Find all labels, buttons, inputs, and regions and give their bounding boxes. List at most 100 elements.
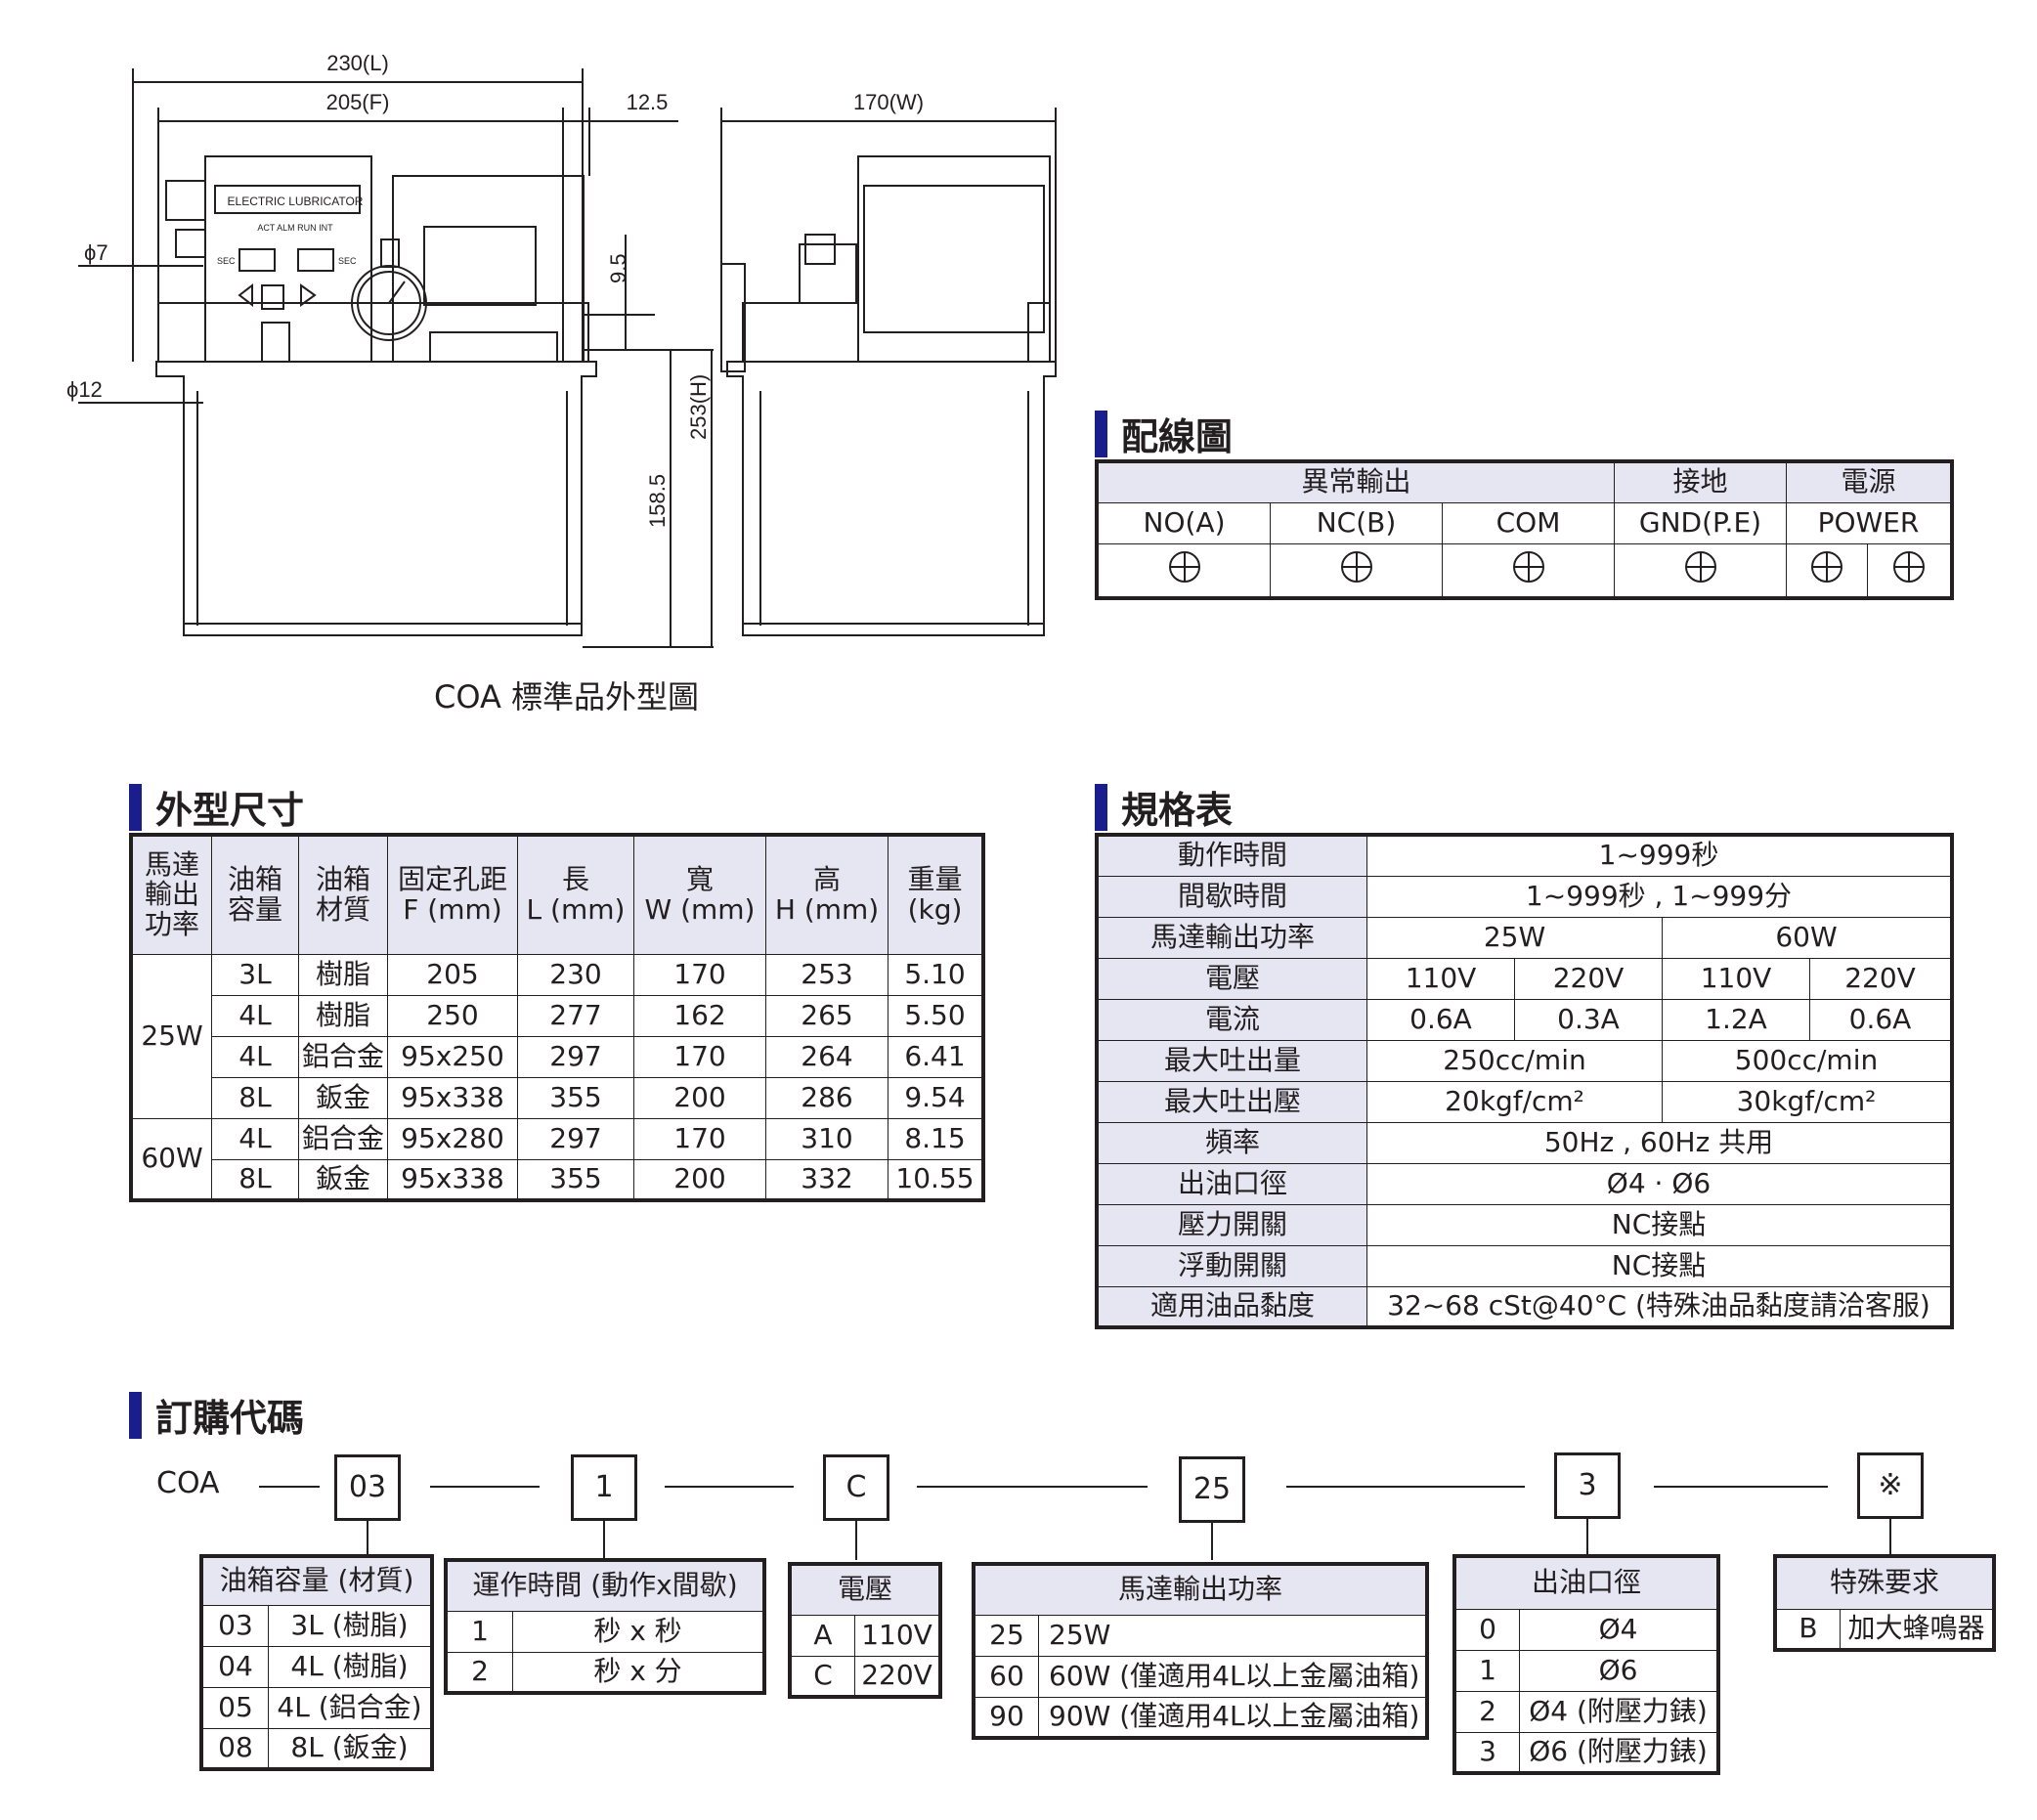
order-table-header: 電壓 xyxy=(789,1563,941,1616)
weight-cell: 10.55 xyxy=(888,1158,984,1201)
table-row: 8L 鈑金 95x338 355 200 286 9.54 xyxy=(131,1076,984,1119)
spec-value: 0.6A xyxy=(1366,998,1515,1041)
spec-value: 500cc/min xyxy=(1662,1039,1953,1082)
fixing-cell: 95x338 xyxy=(387,1076,518,1119)
fixing-cell: 95x250 xyxy=(387,1035,518,1078)
spec-value: 50Hz , 60Hz 共用 xyxy=(1366,1121,1953,1164)
specs-title: 規格表 xyxy=(1121,789,1234,832)
sec-label-left: SEC xyxy=(217,256,236,266)
desc-cell: 4L (樹脂) xyxy=(268,1645,433,1688)
dim-header-material: 油箱 材質 xyxy=(298,834,388,955)
spec-value: NC接點 xyxy=(1366,1244,1953,1287)
spec-value: 220V xyxy=(1809,957,1953,1000)
connector-line xyxy=(259,1486,320,1488)
connector-line xyxy=(1286,1486,1525,1488)
fixing-cell: 95x280 xyxy=(387,1117,518,1160)
desc-cell: 90W (僅適用4L以上金屬油箱) xyxy=(1038,1696,1428,1739)
spec-row: 最大吐出壓 20kgf/cm² 30kgf/cm² xyxy=(1096,1080,1953,1123)
width-cell: 162 xyxy=(633,994,766,1037)
fixing-cell: 95x338 xyxy=(387,1158,518,1201)
width-cell: 170 xyxy=(633,1117,766,1160)
order-header: 訂購代碼 xyxy=(129,1388,304,1442)
dim-hole-small: ϕ7 xyxy=(84,240,108,265)
code-cell: 3 xyxy=(1453,1731,1520,1774)
spec-row: 最大吐出量 250cc/min 500cc/min xyxy=(1096,1039,1953,1082)
code-box-special: ※ xyxy=(1857,1452,1924,1519)
material-cell: 鋁合金 xyxy=(298,1117,388,1160)
code-cell: 25 xyxy=(973,1614,1039,1657)
section-marker xyxy=(1095,783,1107,831)
terminal-com: COM xyxy=(1442,501,1615,544)
length-cell: 297 xyxy=(517,1117,634,1160)
capacity-cell: 8L xyxy=(211,1076,299,1119)
spec-label: 壓力開關 xyxy=(1096,1203,1367,1246)
spec-value: 30kgf/cm² xyxy=(1662,1080,1953,1123)
code-cell: C xyxy=(789,1655,855,1698)
table-row: 25W 3L 樹脂 205 230 170 253 5.10 xyxy=(130,953,984,1119)
height-cell: 332 xyxy=(765,1158,888,1201)
terminal-icon xyxy=(1512,550,1544,583)
fixing-cell: 205 xyxy=(387,953,518,996)
wiring-table: 異常輸出 接地 電源 NO(A) NC(B) COM GND(P.E) POWE… xyxy=(1095,459,1954,600)
code-box-power: 25 xyxy=(1179,1456,1245,1523)
dimensions-header: 外型尺寸 xyxy=(129,780,304,834)
specs-table: 動作時間 1~999秒 間歇時間 1~999秒 , 1~999分 馬達輸出功率 … xyxy=(1095,833,1954,1329)
dim-hole-large: ϕ12 xyxy=(66,377,103,402)
connector-line xyxy=(430,1486,540,1488)
order-table-header: 運作時間 (動作x間歇) xyxy=(445,1559,765,1612)
spec-value: 25W xyxy=(1366,916,1663,959)
spec-row: 適用油品黏度 32~68 cSt@40°C (特殊油品黏度請洽客服) xyxy=(1096,1285,1953,1328)
dim-offset: 12.5 xyxy=(627,90,669,114)
spec-value: 1~999秒 xyxy=(1366,834,1953,877)
table-row: 4L 樹脂 250 277 162 265 5.50 xyxy=(131,994,984,1037)
sec-label-right: SEC xyxy=(338,256,357,266)
dim-header-width: 寬 W (mm) xyxy=(633,834,766,955)
order-table-header: 馬達輸出功率 xyxy=(973,1563,1428,1616)
order-table-header: 特殊要求 xyxy=(1774,1555,1995,1610)
dim-header-height: 高 H (mm) xyxy=(765,834,888,955)
spec-label: 電壓 xyxy=(1096,957,1367,1000)
desc-cell: 3L (樹脂) xyxy=(268,1604,433,1647)
length-cell: 230 xyxy=(517,953,634,996)
dimensions-table: 馬達 輸出 功率 油箱 容量 油箱 材質 固定孔距 F (mm) 長 L (mm… xyxy=(129,833,985,1202)
spec-row: 間歇時間 1~999秒 , 1~999分 xyxy=(1096,875,1953,918)
height-cell: 253 xyxy=(765,953,888,996)
table-row: 8L 鈑金 95x338 355 200 332 10.55 xyxy=(131,1158,984,1201)
capacity-cell: 8L xyxy=(211,1158,299,1201)
specs-header: 規格表 xyxy=(1095,780,1233,834)
capacity-cell: 4L xyxy=(211,1117,299,1160)
desc-cell: 220V xyxy=(854,1655,941,1698)
weight-cell: 5.50 xyxy=(888,994,984,1037)
fixing-cell: 250 xyxy=(387,994,518,1037)
order-table-header: 出油口徑 xyxy=(1453,1555,1719,1610)
dim-header-capacity: 油箱 容量 xyxy=(211,834,299,955)
power-cell: 25W xyxy=(130,953,212,1119)
connector-tick xyxy=(855,1521,857,1560)
order-title: 訂購代碼 xyxy=(155,1397,305,1440)
length-cell: 297 xyxy=(517,1035,634,1078)
width-cell: 170 xyxy=(633,953,766,996)
spec-row: 電流 0.6A 0.3A 1.2A 0.6A xyxy=(1096,998,1953,1041)
spec-label: 電流 xyxy=(1096,998,1367,1041)
code-box-capacity: 03 xyxy=(334,1454,401,1521)
terminal-power: POWER xyxy=(1786,501,1953,544)
desc-cell: 4L (鋁合金) xyxy=(268,1686,433,1729)
spec-label: 動作時間 xyxy=(1096,834,1367,877)
terminal-icon-power-1 xyxy=(1786,542,1868,599)
height-cell: 264 xyxy=(765,1035,888,1078)
spec-label: 馬達輸出功率 xyxy=(1096,916,1367,959)
height-cell: 265 xyxy=(765,994,888,1037)
code-cell: 04 xyxy=(200,1645,269,1688)
table-row: 60W 4L 鋁合金 95x280 297 170 310 8.15 xyxy=(130,1117,984,1201)
spec-label: 最大吐出壓 xyxy=(1096,1080,1367,1123)
connector-tick xyxy=(1889,1519,1891,1556)
spec-value: 20kgf/cm² xyxy=(1366,1080,1663,1123)
